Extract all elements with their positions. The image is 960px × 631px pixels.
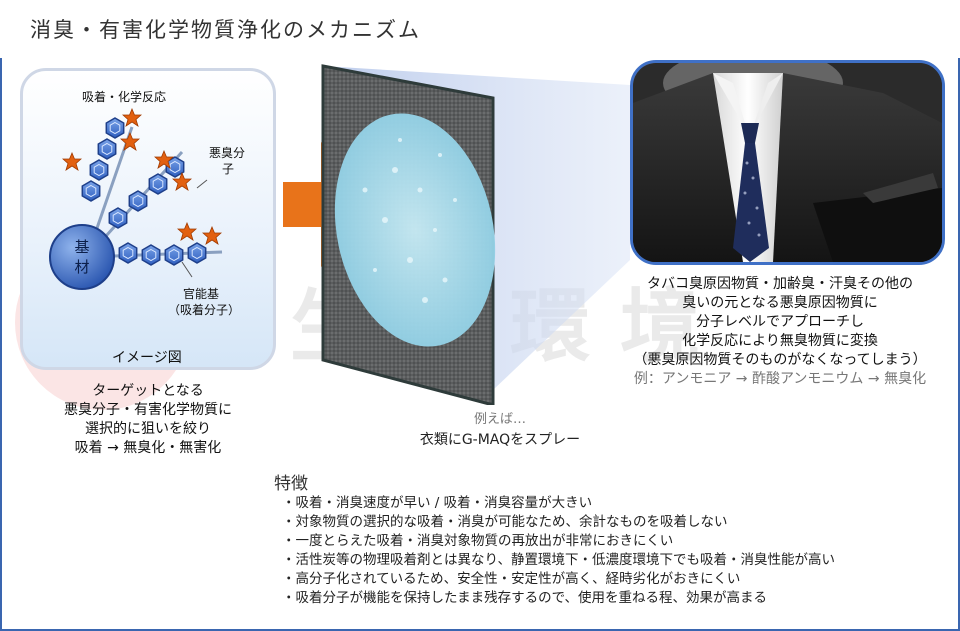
- left-caption-line: 選択的に狙いを絞り: [20, 420, 276, 439]
- center-action-label: 衣類にG-MAQをスプレー: [330, 430, 670, 450]
- base-label-1: 基: [74, 238, 89, 256]
- feature-item: ・対象物質の選択的な吸着・消臭が可能なため、余計なものを吸着しない: [282, 513, 835, 532]
- right-caption: タバコ臭原因物質・加齢臭・汗臭その他の 臭いの元となる悪臭原因物質に 分子レベル…: [600, 275, 960, 389]
- suit-illustration: [633, 63, 942, 262]
- center-caption: 例えば… 衣類にG-MAQをスプレー: [330, 410, 670, 450]
- left-caption: ターゲットとなる 悪臭分子・有害化学物質に 選択的に狙いを絞り 吸着 → 無臭化…: [20, 382, 276, 458]
- center-example-label: 例えば…: [330, 410, 670, 430]
- left-caption-line: ターゲットとなる: [20, 382, 276, 401]
- right-caption-line: 臭いの元となる悪臭原因物質に: [600, 294, 960, 313]
- label-adsorption-reaction: 吸着・化学反応: [82, 88, 166, 105]
- left-caption-line: 悪臭分子・有害化学物質に: [20, 401, 276, 420]
- image-caption: イメージ図: [112, 347, 182, 367]
- fabric-panel: [315, 60, 635, 405]
- frame-left-line: [0, 58, 2, 631]
- base-label-2: 材: [74, 258, 89, 276]
- feature-item: ・高分子化されているため、安全性・安定性が高く、経時劣化がおきにくい: [282, 570, 835, 589]
- right-caption-line: （悪臭原因物質そのものがなくなってしまう）: [600, 351, 960, 370]
- page-title: 消臭・有害化学物質浄化のメカニズム: [30, 14, 421, 44]
- right-caption-line: 化学反応により無臭物質に変換: [600, 332, 960, 351]
- feature-item: ・活性炭等の物理吸着剤とは異なり、静置環境下・低濃度環境下でも吸着・消臭性能が高…: [282, 551, 835, 570]
- feature-item: ・吸着分子が機能を保持したまま残存するので、使用を重ねる程、効果が高まる: [282, 589, 835, 608]
- feature-item: ・吸着・消臭速度が早い / 吸着・消臭容量が大きい: [282, 494, 835, 513]
- right-caption-line: 分子レベルでアプローチし: [600, 313, 960, 332]
- feature-item: ・一度とらえた吸着・消臭対象物質の再放出が非常におきにくい: [282, 532, 835, 551]
- label-odor-molecule-2: 子: [222, 160, 234, 177]
- features-title: 特徴: [274, 469, 308, 494]
- right-example: 例：アンモニア → 酢酸アンモニウム → 無臭化: [600, 370, 960, 389]
- features-list: ・吸着・消臭速度が早い / 吸着・消臭容量が大きい ・対象物質の選択的な吸着・消…: [282, 494, 835, 608]
- left-caption-line: 吸着 → 無臭化・無害化: [20, 439, 276, 458]
- label-functional-group-2: （吸着分子）: [168, 301, 240, 318]
- label-functional-group-1: 官能基: [183, 285, 219, 302]
- label-odor-molecule-1: 悪臭分: [209, 144, 245, 161]
- right-caption-line: タバコ臭原因物質・加齢臭・汗臭その他の: [600, 275, 960, 294]
- suit-photo: [630, 60, 945, 265]
